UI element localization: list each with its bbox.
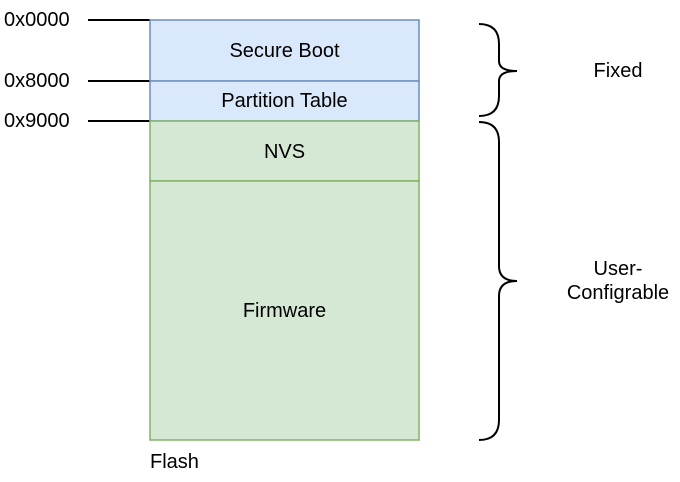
brace-user-configurable [478,121,518,441]
block-label-secure-boot: Secure Boot [229,40,340,62]
brace-fixed [478,23,518,117]
block-firmware [149,180,420,441]
block-label-firmware: Firmware [242,300,327,322]
address-label-0x8000: 0x8000 [4,70,70,92]
group-label-fixed: Fixed [593,60,643,82]
block-partition-table [149,80,420,122]
diagram-caption: Flash [150,451,199,473]
group-label-user-configurable: User- Configrable [566,258,670,304]
block-label-partition-table: Partition Table [221,90,348,112]
block-label-nvs: NVS [263,141,306,163]
block-nvs [149,120,420,182]
address-label-0x9000: 0x9000 [4,110,70,132]
address-label-0x0000: 0x0000 [4,9,70,31]
block-secure-boot [149,19,420,82]
